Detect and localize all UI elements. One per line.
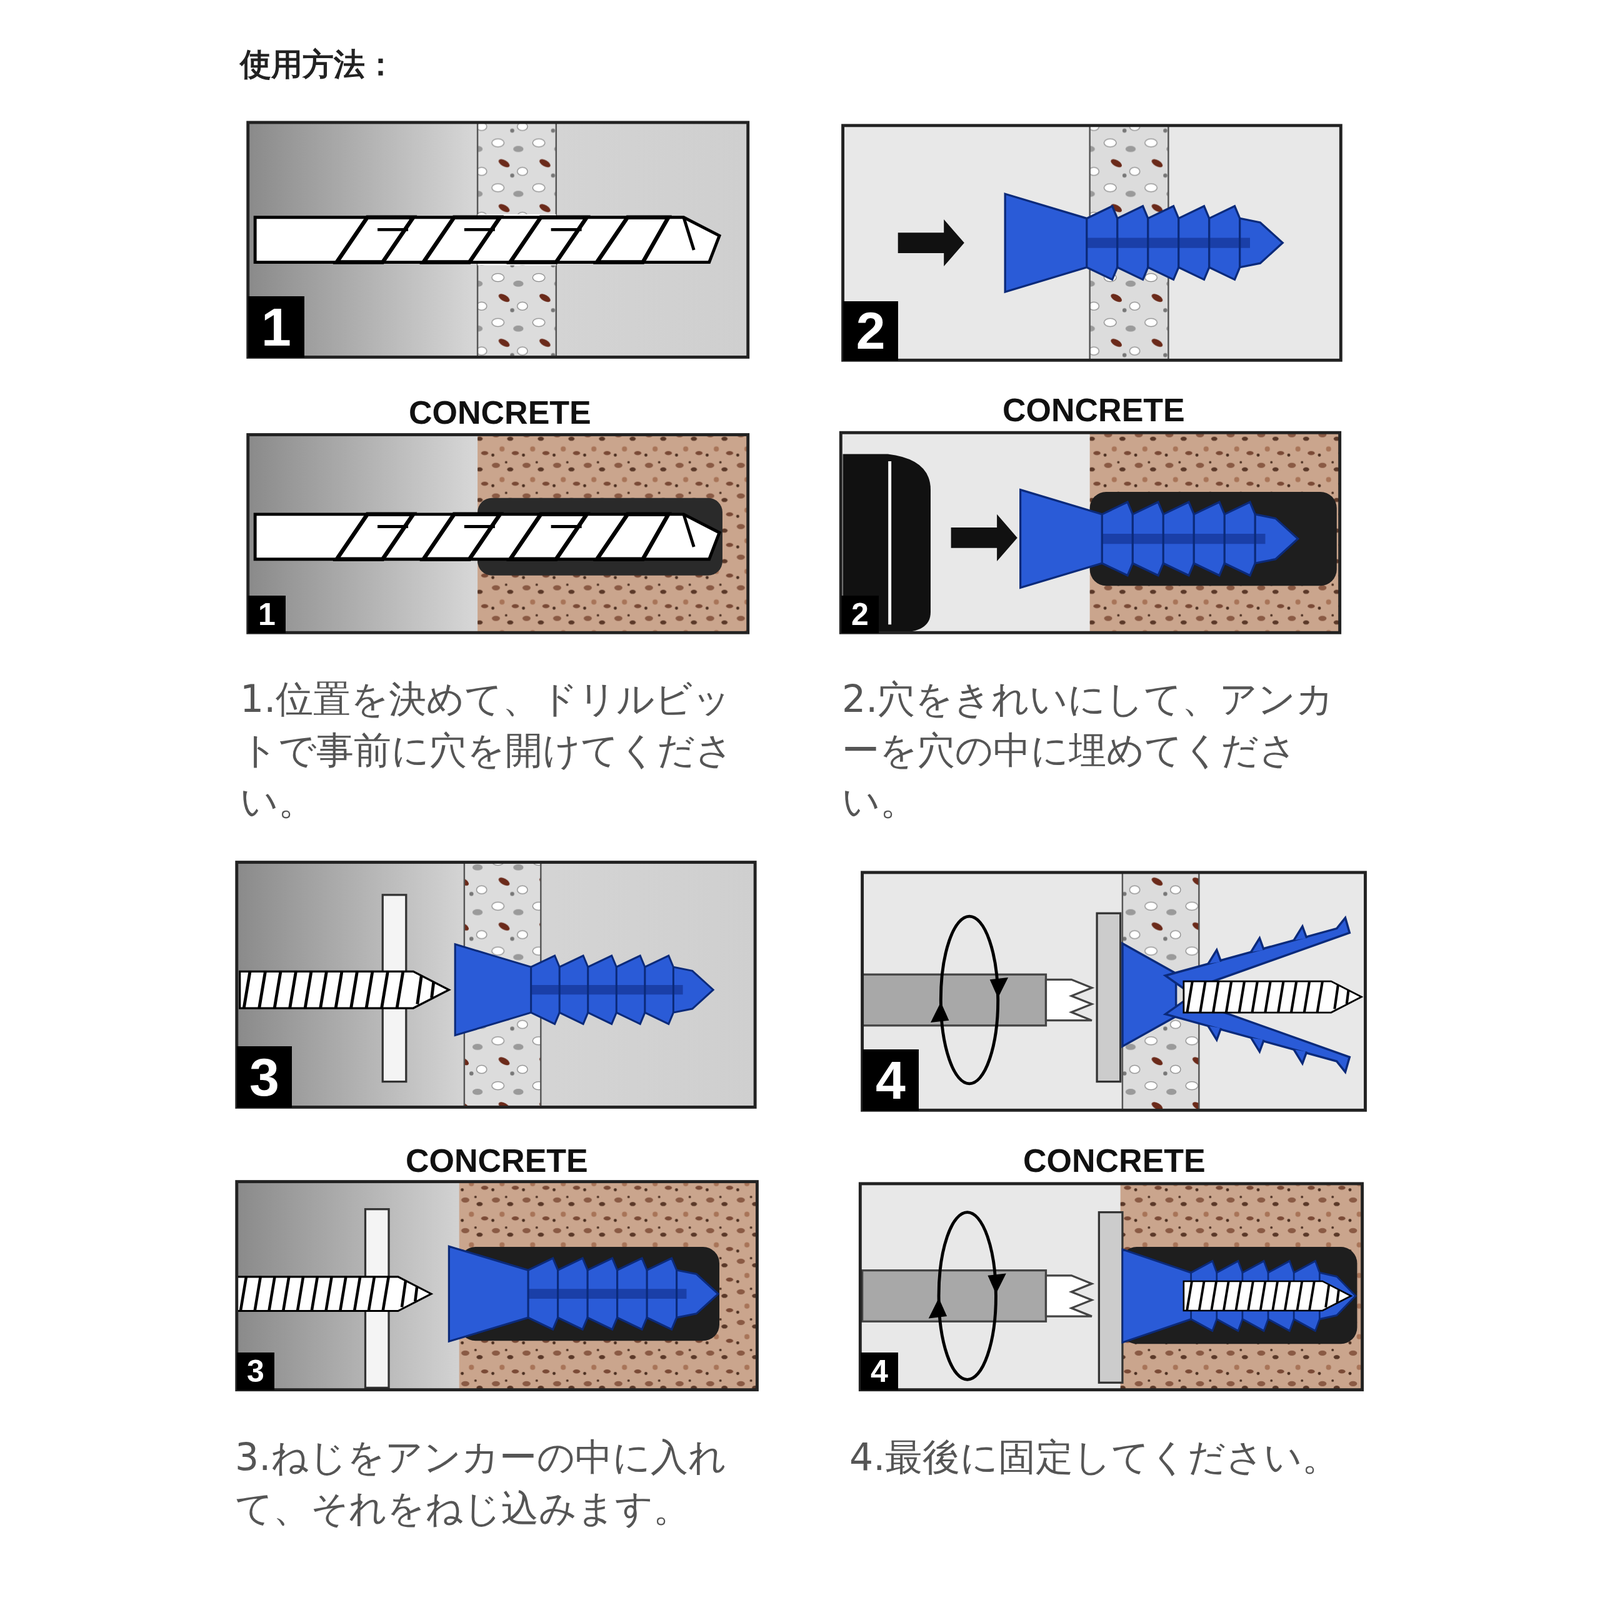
step-number: 1 <box>248 296 305 358</box>
drill-panel <box>248 122 749 358</box>
step-caption: 1.位置を決めて、ドリルビットで事前に穴を開けてください。 <box>240 673 753 827</box>
material-label: CONCRETE <box>1002 391 1185 429</box>
step-number: 1 <box>248 595 286 634</box>
step-number: 2 <box>841 595 879 634</box>
screw-concrete-panel <box>236 1181 758 1390</box>
anchor-concrete-panel <box>840 432 1340 633</box>
fix-concrete-panel <box>860 1183 1362 1390</box>
fix-panel <box>862 872 1366 1110</box>
step-number: 3 <box>236 1352 275 1390</box>
step-caption: 4.最後に固定してください。 <box>849 1431 1362 1483</box>
anchor-panel <box>843 125 1342 361</box>
step-caption: 2.穴をきれいにして、アンカーを穴の中に埋めてください。 <box>841 673 1355 827</box>
step-caption: 3.ねじをアンカーの中に入れて、それをねじ込みます。 <box>235 1431 748 1534</box>
material-label: CONCRETE <box>408 393 592 432</box>
material-label: CONCRETE <box>1023 1141 1206 1180</box>
step-number: 2 <box>843 301 899 361</box>
screw-panel <box>236 862 755 1108</box>
material-label: CONCRETE <box>405 1141 589 1180</box>
step-number: 4 <box>862 1049 919 1111</box>
drill-concrete-panel <box>248 435 749 634</box>
step-number: 4 <box>860 1352 899 1390</box>
title: 使用方法： <box>240 43 397 86</box>
step-number: 3 <box>236 1046 292 1108</box>
